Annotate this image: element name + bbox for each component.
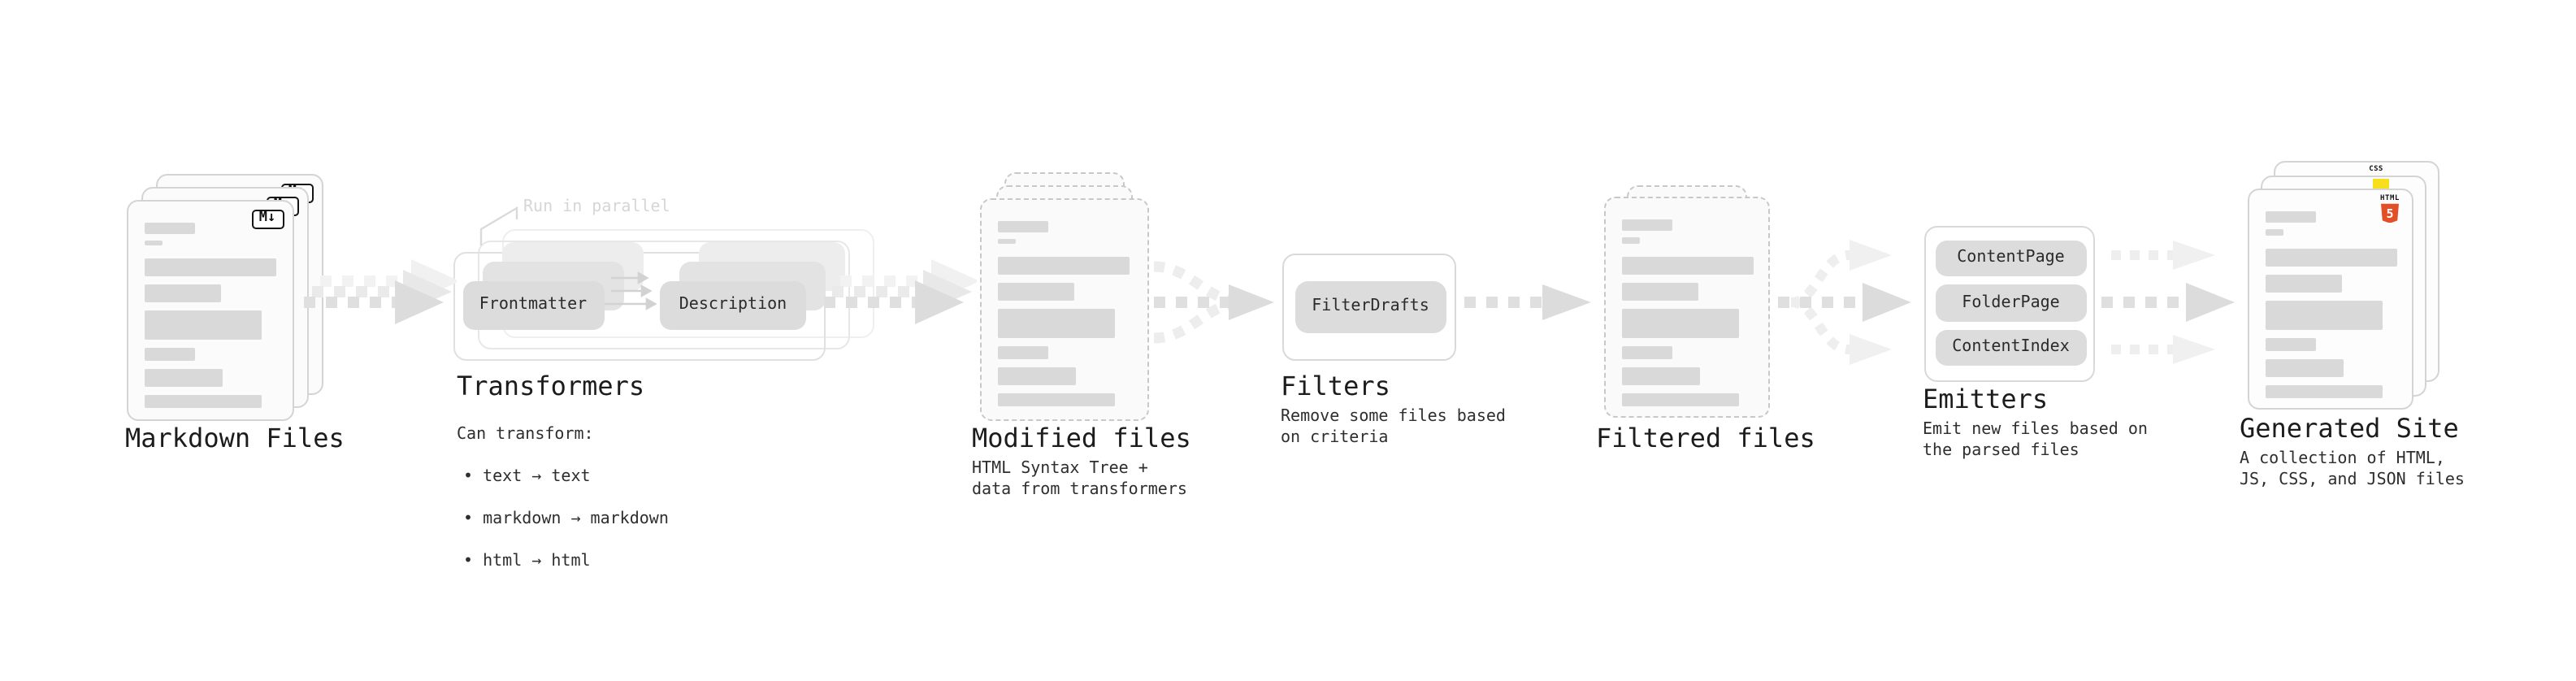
filtered-files-label: Filtered files: [1596, 423, 1815, 453]
markdown-files-label: Markdown Files: [125, 423, 345, 453]
skeleton-text-bar: [1622, 237, 1640, 243]
folderpage-box: FolderPage: [1936, 284, 2086, 321]
skeleton-text-bar: [144, 222, 194, 233]
filterdrafts-box: FilterDrafts: [1295, 281, 1446, 332]
arrow-transformers-to-modified: [824, 259, 977, 324]
html5-number: 5: [2386, 206, 2394, 221]
description-box: Description: [660, 280, 806, 329]
markdown-icon: M↓: [251, 209, 284, 228]
arrow-markdown-to-transformers: [304, 259, 457, 324]
transformers-bullet: • html → html: [463, 553, 591, 570]
doc-skeleton: [998, 220, 1134, 406]
skeleton-text-bar: [144, 310, 261, 340]
generated-site-label: Generated Site: [2240, 413, 2459, 444]
skeleton-text-bar: [144, 240, 162, 245]
transformers-desc-heading: Can transform:: [457, 426, 594, 444]
run-in-parallel-note: Run in parallel: [523, 198, 670, 216]
html5-icon-label: HTML: [2379, 194, 2400, 202]
parallel-mini-arrows: [605, 271, 657, 310]
contentindex-box: ContentIndex: [1936, 329, 2086, 366]
skeleton-text-bar: [998, 367, 1076, 385]
annotation-leader-line: [479, 206, 518, 245]
skeleton-text-bar: [1622, 282, 1698, 300]
skeleton-text-bar: [998, 220, 1048, 232]
skeleton-text-bar: [1622, 367, 1700, 384]
skeleton-text-bar: [998, 393, 1115, 406]
file-card-front: [980, 197, 1148, 420]
skeleton-text-bar: [2265, 274, 2341, 292]
skeleton-text-bar: [1622, 256, 1754, 274]
generated-site-desc: A collection of HTML, JS, CSS, and JSON …: [2240, 450, 2465, 489]
skeleton-text-bar: [1622, 219, 1672, 231]
skeleton-text-bar: [998, 283, 1074, 301]
filters-frame: FilterDrafts: [1282, 253, 1455, 360]
skeleton-text-bar: [2265, 211, 2315, 223]
file-card-front: HTML 5: [2247, 189, 2413, 410]
doc-skeleton: [144, 222, 279, 408]
skeleton-text-bar: [998, 309, 1115, 338]
skeleton-text-bar: [998, 346, 1048, 359]
skeleton-text-bar: [2265, 248, 2396, 266]
skeleton-text-bar: [998, 238, 1016, 244]
modified-files-desc: HTML Syntax Tree + data from transformer…: [972, 460, 1187, 499]
skeleton-text-bar: [2265, 358, 2343, 376]
skeleton-text-bar: [2265, 300, 2382, 329]
frontmatter-box: Frontmatter: [462, 280, 604, 329]
skeleton-text-bar: [144, 395, 261, 408]
doc-skeleton: [1622, 219, 1755, 406]
doc-skeleton: [2265, 211, 2399, 397]
transformers-bullet: • text → text: [463, 468, 591, 486]
html5-shield: 5: [2381, 203, 2399, 223]
emitters-frame: ContentPage FolderPage ContentIndex: [1923, 226, 2095, 382]
skeleton-text-bar: [1622, 345, 1672, 358]
filters-desc: Remove some files based on criteria: [1281, 408, 1506, 447]
transformers-label: Transformers: [457, 371, 645, 401]
skeleton-text-bar: [1622, 308, 1739, 337]
skeleton-text-bar: [998, 257, 1130, 275]
skeleton-text-bar: [2265, 337, 2315, 350]
file-card-front: M↓: [126, 199, 293, 421]
js-icon: [2372, 179, 2389, 190]
skeleton-text-bar: [2265, 229, 2283, 235]
skeleton-text-bar: [1622, 393, 1739, 406]
skeleton-text-bar: [144, 348, 194, 361]
arrow-filtered-to-emitters: [1778, 240, 1911, 365]
emitters-desc: Emit new files based on the parsed files: [1923, 421, 2148, 460]
css-icon-label: CSS: [2369, 166, 2383, 174]
contentpage-box: ContentPage: [1936, 240, 2086, 276]
html5-icon: HTML 5: [2379, 194, 2400, 223]
arrow-filters-to-filtered: [1464, 284, 1591, 320]
transformers-bullet: • markdown → markdown: [463, 510, 669, 528]
arrow-modified-to-filters: [1153, 261, 1274, 344]
skeleton-text-bar: [144, 258, 275, 276]
arrow-emitters-to-generated: [2101, 241, 2235, 364]
skeleton-text-bar: [2265, 384, 2382, 397]
file-card-front: [1604, 197, 1770, 418]
skeleton-text-bar: [144, 369, 222, 387]
modified-files-label: Modified files: [972, 423, 1191, 453]
emitters-label: Emitters: [1923, 384, 2049, 414]
filters-label: Filters: [1281, 371, 1390, 401]
skeleton-text-bar: [144, 284, 220, 302]
